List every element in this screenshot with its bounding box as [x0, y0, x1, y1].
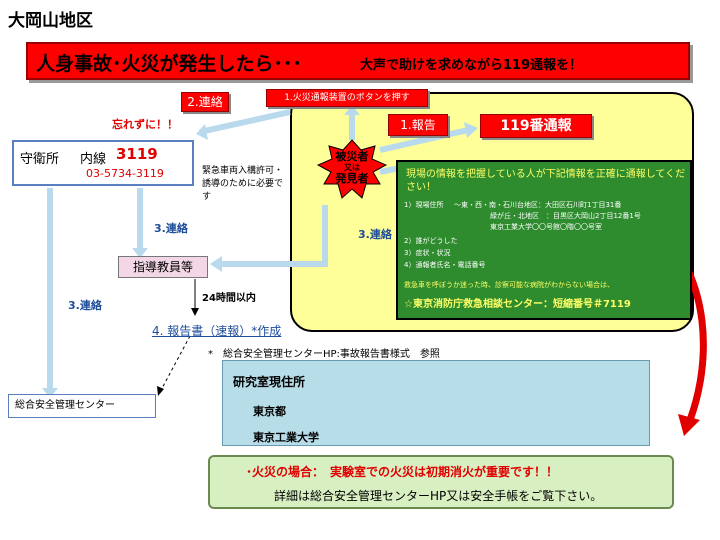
green-item3: 3）症状・状況 [404, 249, 451, 257]
guard-office-box: 守衛所 内線 3119 03-5734-3119 [12, 140, 194, 186]
arrow-contact-3-instructor [218, 205, 328, 267]
arrow-instructor-to-report-head [191, 308, 199, 316]
discoverer-line1: 被災者 [335, 150, 369, 163]
discoverer-starburst [316, 139, 388, 199]
within-24h-label: 24時間以内 [202, 293, 256, 304]
lab-title: 研究室現住所 [233, 375, 306, 389]
instructor-box: 指導教員等 [118, 256, 208, 278]
contact-3-label-discoverer: 3.連絡 [358, 228, 392, 241]
report-4-link[interactable]: 4. 報告書（速報）*作成 [152, 324, 282, 338]
green-item1-a: ～東・西・南・石川台地区：大田区石川町1丁目31番 [454, 201, 622, 209]
guard-label: 守衛所 [20, 152, 60, 167]
fire-note-scroll: ･火災の場合： 実験室での火災は初期消火が重要です！！ 詳細は総合安全管理センタ… [208, 455, 674, 509]
green-item1-c: 東京工業大学〇〇号館〇階〇〇号室 [490, 223, 602, 231]
banner-sub-text: 大声で助けを求めながら119通報を！ [360, 58, 583, 73]
arrow-guard-to-instructor-head [132, 248, 148, 258]
consult-center: ☆東京消防庁救急相談センター：短縮番号＃7119 [404, 299, 631, 310]
contact-3-label-guard: 3.連絡 [154, 222, 188, 235]
report-footnote: * 総合安全管理センターHP:事故報告書様式 参照 [208, 349, 440, 360]
safety-center-box: 総合安全管理センター [8, 394, 156, 418]
green-item2: 2）誰がどうした [404, 237, 458, 245]
arrow-up-to-alarm-head [344, 105, 360, 115]
discoverer-line3: 発見者 [335, 172, 369, 185]
dont-forget-text: 忘れずに！！ [112, 118, 178, 131]
green-item1-b: 緑が丘・北地区 ：目黒区大岡山2丁目12番1号 [490, 212, 641, 220]
extension-number: 3119 [116, 145, 158, 163]
red-curved-arrow-head [678, 414, 700, 436]
green-note: 救急車を呼ぼうか迷った時、診察可能な病院がわからない場合は、 [404, 281, 614, 289]
arrow-to-report [379, 127, 469, 153]
guard-phone: 03-5734-3119 [86, 167, 164, 180]
arrow-contact-2 [199, 109, 291, 135]
discoverer-line2: 又は [344, 163, 360, 172]
lab-address-box: 研究室現住所 東京都 東京工業大学 [222, 360, 650, 446]
lab-line2: 東京工業大学 [253, 431, 319, 444]
call-119-box: 119番通報 [480, 114, 592, 138]
contact-2-box: 2.連絡 [181, 92, 229, 112]
green-item1-label: 1）現場住所 [404, 201, 444, 209]
fire-note-line1: ･火災の場合： 実験室での火災は初期消火が重要です！！ [246, 465, 559, 479]
green-item4: 4）通報者氏名・電話番号 [404, 261, 486, 269]
arrow-contact-3-instructor-head [210, 256, 222, 272]
banner-main-text: 人身事故･火災が発生したら･･･ [36, 53, 303, 75]
report-1-box: 1.報告 [388, 114, 448, 136]
green-heading: 現場の情報を把握している人が下記情報を正確に通報してください！ [406, 169, 686, 193]
extension-label: 内線 [80, 152, 107, 167]
arrow-report-to-center-dashed [159, 335, 191, 393]
arrow-report-to-center-dashed-head [157, 386, 164, 396]
page-title: 大岡山地区 [8, 11, 93, 31]
arrow-guard-to-center-head [42, 388, 58, 398]
arrow-to-report-head [464, 122, 478, 138]
fire-note-line2: 詳細は総合安全管理センターHP又は安全手帳をご覧下さい。 [274, 489, 603, 503]
call-info-box: 現場の情報を把握している人が下記情報を正確に通報してください！ 1）現場住所 ～… [396, 160, 692, 320]
alarm-button-box: 1.火災通報装置のボタンを押す [266, 89, 428, 107]
emergency-banner: 人身事故･火災が発生したら･･･ 大声で助けを求めながら119通報を！ [26, 42, 690, 80]
contact-3-label-center: 3.連絡 [68, 299, 102, 312]
lab-line1: 東京都 [253, 405, 286, 418]
arrow-contact-2-head [196, 124, 208, 140]
guard-note: 緊急車両入構許可・誘導のために必要です [202, 166, 284, 202]
discoverer-label: 被災者 又は 発見者 [328, 150, 376, 185]
